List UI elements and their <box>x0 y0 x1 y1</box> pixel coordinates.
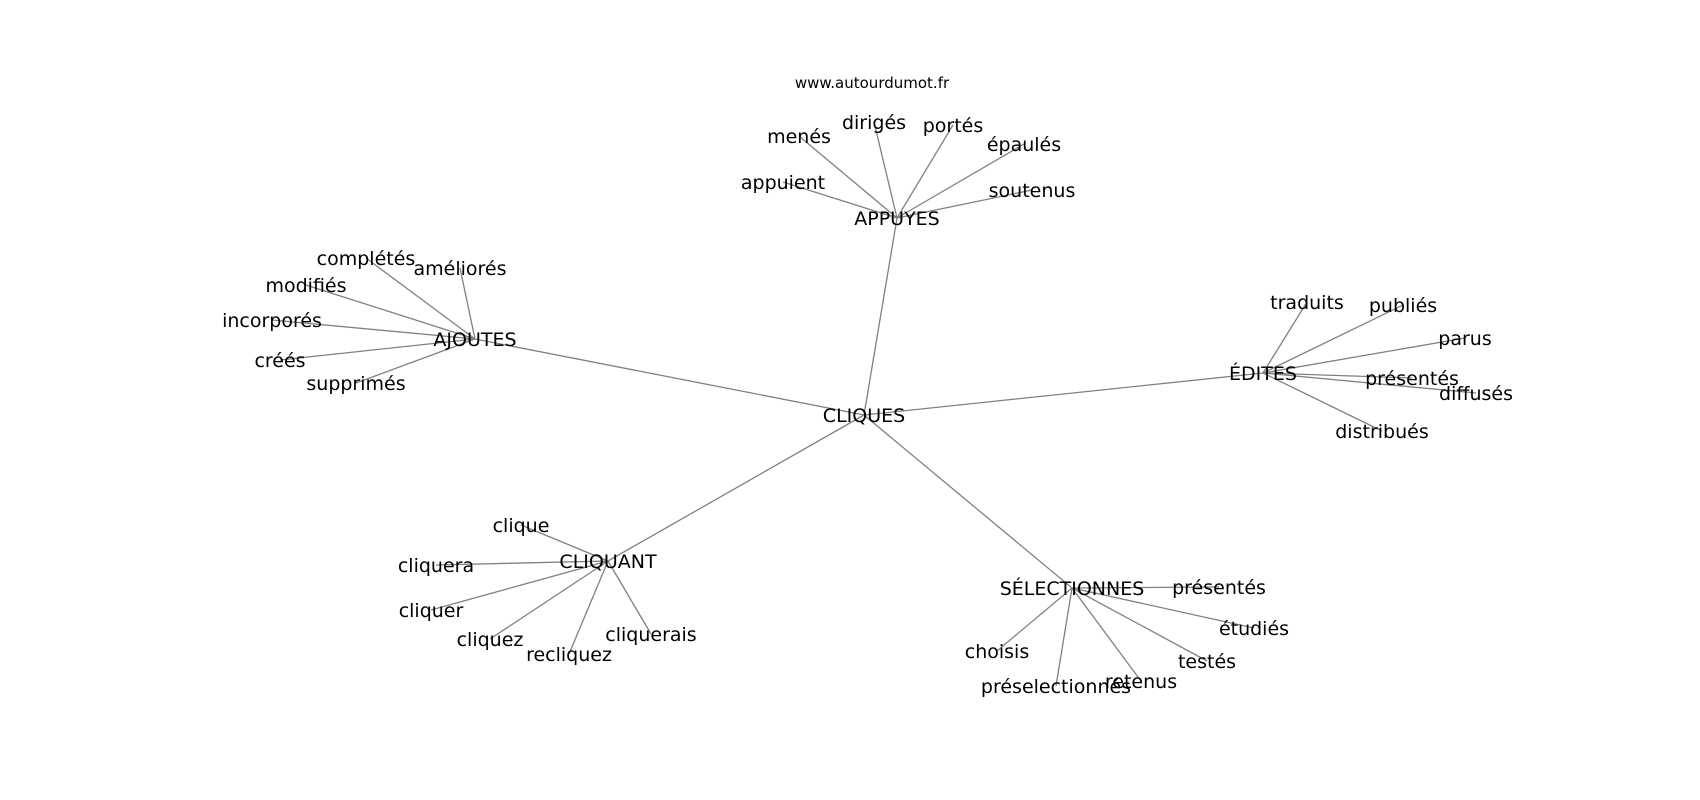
edge-hub-to-word <box>435 560 609 566</box>
word-node-label: épaulés <box>987 134 1061 156</box>
edge-hub-to-word <box>1262 301 1308 374</box>
word-node-label: cliquer <box>399 600 464 622</box>
edge-hub-to-word <box>1262 304 1404 374</box>
word-node-label: présentés <box>1365 368 1459 390</box>
edge-hub-to-word <box>896 124 954 219</box>
word-node-label: choisis <box>965 641 1029 663</box>
edge-hub-to-word <box>430 560 609 611</box>
word-node-label: présentés <box>1172 577 1266 599</box>
edge-hub-to-word <box>1071 586 1220 589</box>
word-node-label: distribués <box>1335 421 1428 443</box>
edge-hub-to-word <box>1262 372 1383 432</box>
word-node-label: dirigés <box>842 112 906 134</box>
word-node-label: créés <box>254 350 305 372</box>
word-node-label: retenus <box>1105 671 1177 693</box>
edge-hub-to-word <box>798 135 898 219</box>
edge-hub-to-word <box>1071 587 1255 629</box>
hub-node-label: SÉLECTIONNES <box>1000 577 1145 600</box>
word-node-label: cliquerais <box>605 624 696 646</box>
source-url: www.autourdumot.fr <box>795 74 950 92</box>
edge-hub-to-word <box>873 121 898 219</box>
word-node-label: soutenus <box>989 180 1076 202</box>
edge-hub-to-word <box>1262 372 1413 379</box>
edge-hub-to-word <box>520 524 609 562</box>
word-node-label: étudiés <box>1219 618 1289 640</box>
word-node-label: publiés <box>1369 295 1437 317</box>
word-node-label: clique <box>493 515 550 537</box>
hub-node-label: AJOUTES <box>433 329 516 351</box>
edge-hub-to-word <box>782 181 898 219</box>
word-node-label: améliorés <box>413 258 506 280</box>
word-node-label: préselectionnés <box>981 676 1131 698</box>
word-node-label: portés <box>923 115 984 137</box>
edge-hub-to-word <box>365 257 476 340</box>
edge-center-to-hub <box>863 414 1073 589</box>
center-node-label: CLIQUES <box>823 405 905 427</box>
edge-hub-to-word <box>1262 372 1477 394</box>
edge-hub-to-word <box>1071 587 1142 682</box>
edge-hub-to-word <box>896 143 1025 219</box>
edge-hub-to-word <box>279 338 476 361</box>
edge-hub-to-word <box>271 319 476 340</box>
edge-center-to-hub <box>863 217 898 416</box>
word-node-label: modifiés <box>265 275 346 297</box>
word-node-label: cliquera <box>398 555 474 577</box>
word-node-label: incorporés <box>222 310 322 332</box>
hub-node-label: APPUYES <box>854 208 940 230</box>
edge-hub-to-word <box>1071 587 1208 662</box>
hub-node-label: ÉDITES <box>1229 362 1297 385</box>
edge-center-to-hub <box>607 414 865 562</box>
word-node-label: menés <box>767 126 831 148</box>
edge-hub-to-word <box>607 560 652 635</box>
edge-center-to-hub <box>474 338 865 416</box>
word-node-label: traduits <box>1270 292 1344 314</box>
word-node-label: recliquez <box>526 644 612 666</box>
word-node-label: complétés <box>317 248 416 270</box>
edge-hub-to-word <box>1055 587 1073 687</box>
word-node-label: supprimés <box>306 373 405 395</box>
edge-hub-to-word <box>489 560 609 640</box>
word-node-label: appuient <box>741 172 825 194</box>
hub-node-label: CLIQUANT <box>559 551 657 573</box>
edge-hub-to-word <box>568 560 609 655</box>
word-node-label: parus <box>1438 328 1491 350</box>
word-node-label: testés <box>1178 651 1236 673</box>
edge-center-to-hub <box>863 372 1264 416</box>
edges-layer <box>271 121 1477 687</box>
edge-hub-to-word <box>1262 337 1466 374</box>
edge-hub-to-word <box>896 189 1033 219</box>
edge-hub-to-word <box>305 284 476 340</box>
word-node-label: diffusés <box>1439 383 1513 405</box>
edge-hub-to-word <box>459 267 476 340</box>
edge-hub-to-word <box>355 338 476 384</box>
word-node-label: cliquez <box>457 629 524 651</box>
labels-layer: www.autourdumot.fr CLIQUES APPUYES appuien… <box>222 74 1513 698</box>
edge-hub-to-word <box>996 587 1073 652</box>
